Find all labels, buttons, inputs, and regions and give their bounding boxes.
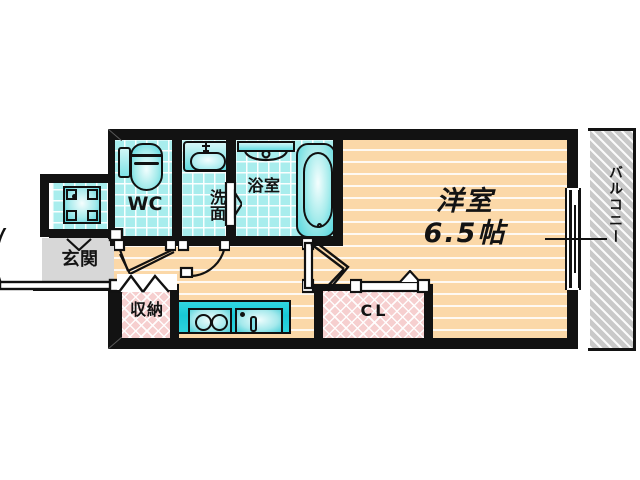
wall-outer-top <box>108 129 578 140</box>
genkan-step-mark <box>66 238 92 251</box>
balcony-label: バルコニー <box>607 165 623 245</box>
stove-burner-left-icon <box>195 314 212 331</box>
storage-label: 収納 <box>129 300 164 319</box>
balcony-door-mullion <box>574 205 576 273</box>
main-room-label-line1: 洋室 <box>436 186 494 217</box>
vanity-faucet-icon <box>202 143 210 152</box>
washroom-label: 洗面 <box>207 189 226 221</box>
shoe-cabinet-corner-br <box>87 210 98 221</box>
toilet-seat-line <box>134 162 159 165</box>
bathtub-inner-icon <box>303 152 333 228</box>
wall-closet-right <box>424 284 433 346</box>
bathtub-icon <box>296 143 336 238</box>
balcony-outer-wall-bottom <box>588 348 636 351</box>
shoe-cabinet-knob-icon <box>72 194 77 199</box>
toilet-bowl-icon <box>130 143 163 191</box>
kitchen-faucet-icon <box>250 316 257 332</box>
wall-balcony-partition-bottom <box>567 289 578 349</box>
shoe-cabinet-corner-bl <box>66 210 77 221</box>
shoe-cabinet-icon <box>63 186 101 224</box>
wall-balcony-partition-top <box>567 129 578 189</box>
genkan-label: 玄関 <box>61 249 99 270</box>
genkan-floor <box>42 238 114 286</box>
corner-shade-bottom-left <box>108 337 122 349</box>
kitchen-sink-icon <box>235 308 283 334</box>
wall-genkan-left <box>40 174 49 237</box>
wall-genkan-shoebox-divider <box>49 229 111 238</box>
wall-outer-bottom <box>108 338 578 349</box>
wall-washroom-bath-divider-lower <box>226 222 236 242</box>
bath-basin-icon <box>244 150 288 162</box>
vanity-basin-icon <box>190 152 226 171</box>
wall-storage-right <box>170 286 179 346</box>
wall-washroom-bath-divider <box>226 134 236 184</box>
wall-genkan-top <box>40 174 115 183</box>
entrance-swing-door[interactable] <box>0 228 124 294</box>
corner-shade-top-left <box>108 129 122 141</box>
wc-swing-door[interactable] <box>114 240 176 276</box>
washroom-swing-door[interactable] <box>178 240 230 278</box>
wall-outer-left-upper <box>108 129 115 239</box>
stove-burner-right-icon <box>211 314 228 331</box>
wall-closet-left <box>314 284 323 346</box>
bathroom-label: 浴室 <box>247 176 281 195</box>
balcony-outer-wall-right <box>633 128 636 351</box>
toilet-top-line <box>131 154 162 157</box>
bathroom-folding-door[interactable] <box>222 182 242 226</box>
kitchen-counter-icon <box>175 300 291 334</box>
wall-wc-washroom-divider <box>172 134 182 242</box>
kitchen-sink-drain-icon <box>240 312 245 317</box>
closet-folding-door[interactable] <box>350 270 432 294</box>
balcony-floor <box>590 131 634 348</box>
balcony-outer-wall-top <box>588 128 636 131</box>
storage-floor <box>119 288 175 338</box>
wall-outer-left-lower <box>108 282 115 349</box>
closet-label: CL <box>360 301 389 320</box>
wall-bath-right <box>333 134 343 246</box>
storage-folding-door[interactable] <box>113 274 181 294</box>
main-room-swing-door[interactable] <box>302 238 358 294</box>
wall-storage-left <box>113 286 122 346</box>
wc-label: WC <box>127 193 163 215</box>
shoe-cabinet-corner-tr <box>87 189 98 200</box>
kitchen-stove-icon <box>188 308 232 334</box>
balcony-door-handle-line <box>545 238 607 240</box>
main-room-label-line2: 6.5帖 <box>423 218 507 249</box>
closet-floor <box>321 289 428 338</box>
bathtub-drain-icon <box>317 223 322 228</box>
